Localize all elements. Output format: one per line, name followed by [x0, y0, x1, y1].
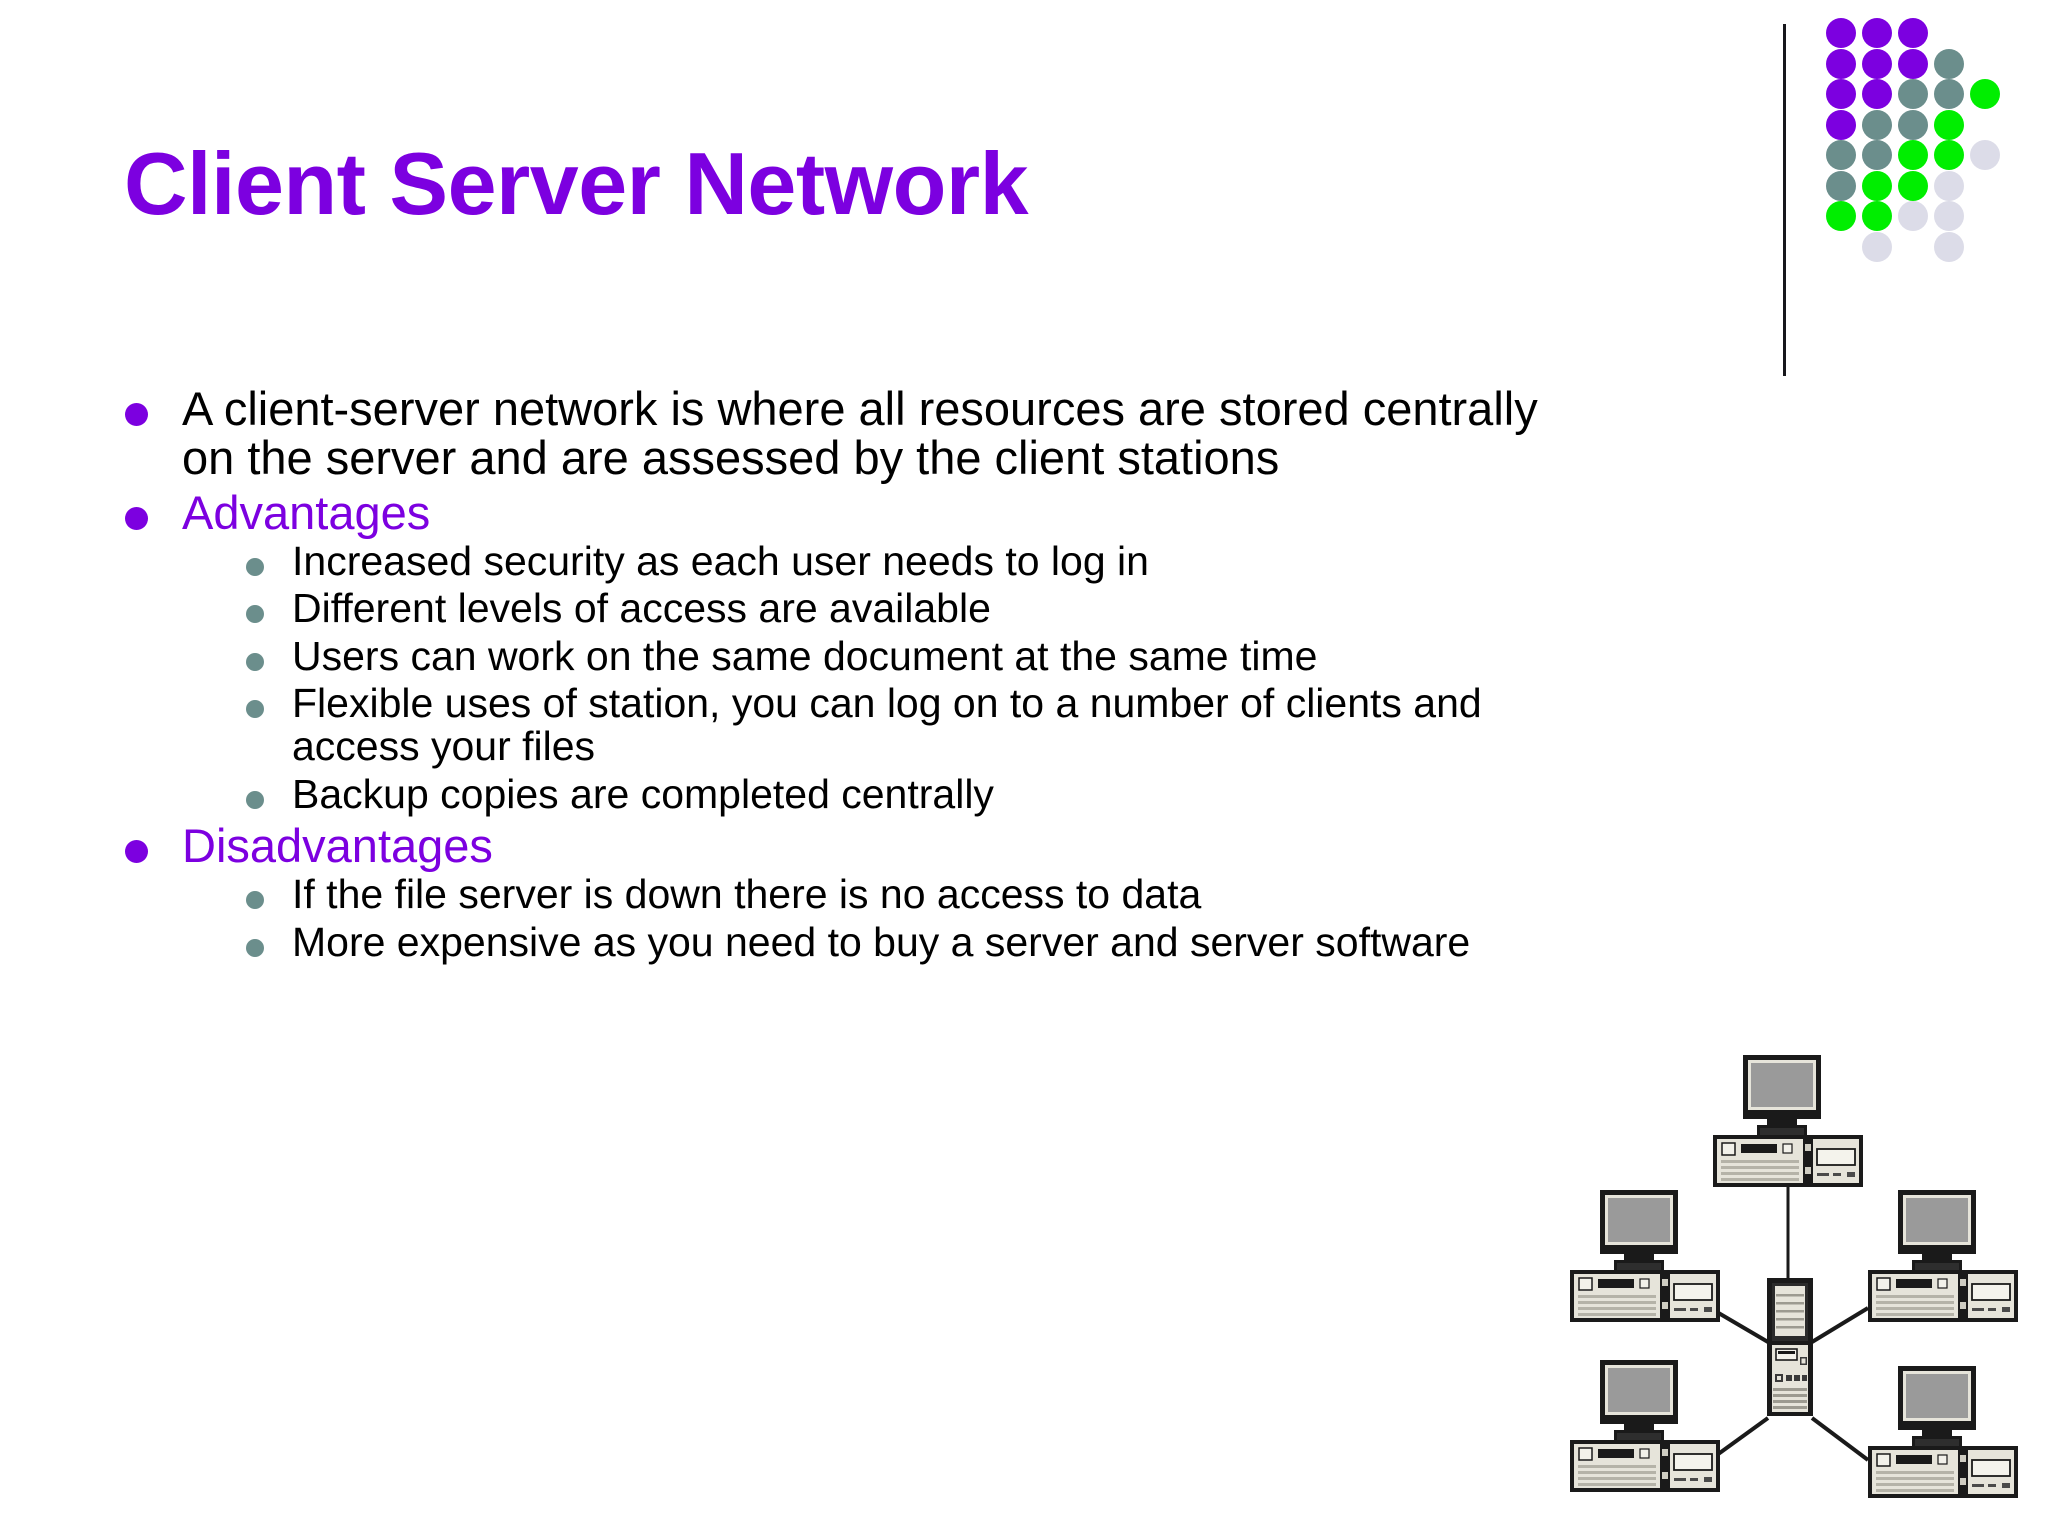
- list-item-text: Flexible uses of station, you can log on…: [292, 679, 1482, 770]
- slide-body: A client-server network is where all res…: [104, 382, 1584, 970]
- logo-dot-green: [1898, 170, 1928, 201]
- logo-dot-teal: [1898, 109, 1928, 140]
- sub-bullet-marker-icon: [246, 699, 264, 718]
- list-item-text: Different levels of access are available: [292, 585, 991, 632]
- logo-dot-green: [1862, 201, 1892, 231]
- logo-dot-lavender: [1898, 201, 1928, 231]
- client-right-lower: [1867, 1365, 2019, 1499]
- logo-dot-purple: [1826, 18, 1856, 48]
- list-item: More expensive as you need to buy a serv…: [182, 918, 1584, 965]
- network-diagram: [1550, 1040, 2048, 1500]
- logo-dot-lavender: [1934, 231, 1964, 262]
- logo-dot-purple: [1862, 79, 1892, 109]
- disadvantages-list: If the file server is down there is no a…: [182, 871, 1584, 965]
- logo-dot-green: [1862, 170, 1892, 201]
- logo-dot-purple: [1826, 79, 1856, 109]
- logo-dot-green: [1934, 140, 1964, 170]
- advantages-list: Increased security as each user needs to…: [182, 537, 1584, 817]
- list-item: Different levels of access are available: [182, 585, 1584, 632]
- bullet-text: A client-server network is where all res…: [182, 382, 1538, 484]
- logo-dot-green: [1934, 109, 1964, 140]
- logo-dot-teal: [1934, 79, 1964, 109]
- bullet-marker-icon: [125, 840, 148, 864]
- logo-dot-teal: [1898, 79, 1928, 109]
- sub-bullet-marker-icon: [246, 557, 264, 576]
- client-top: [1712, 1054, 1864, 1188]
- list-item: If the file server is down there is no a…: [182, 871, 1584, 918]
- list-item: Increased security as each user needs to…: [182, 537, 1584, 584]
- logo-dot-green: [1970, 79, 2000, 109]
- bullet-item-intro: A client-server network is where all res…: [104, 382, 1584, 484]
- logo-dot-purple: [1898, 18, 1928, 48]
- list-item-text: Increased security as each user needs to…: [292, 537, 1149, 584]
- list-item-text: Backup copies are completed centrally: [292, 770, 994, 817]
- section-heading-advantages: Advantages: [182, 485, 431, 539]
- logo-dot-green: [1898, 140, 1928, 170]
- list-item-text: Users can work on the same document at t…: [292, 632, 1318, 679]
- list-item: Backup copies are completed centrally: [182, 770, 1584, 817]
- logo-dot-purple: [1862, 18, 1892, 48]
- logo-dot-lavender: [1934, 201, 1964, 231]
- sub-bullet-marker-icon: [246, 605, 264, 624]
- list-item-text: More expensive as you need to buy a serv…: [292, 918, 1471, 965]
- bullet-marker-icon: [125, 403, 148, 426]
- logo-dot-teal: [1826, 170, 1856, 201]
- server-tower: [1766, 1277, 1814, 1417]
- logo-dot-teal: [1862, 140, 1892, 170]
- bullet-item-advantages: Advantages Increased security as each us…: [104, 485, 1584, 817]
- logo-dot-lavender: [1934, 170, 1964, 201]
- bullet-marker-icon: [125, 506, 148, 530]
- logo-dot-lavender: [1862, 231, 1892, 262]
- client-left-upper: [1569, 1189, 1721, 1323]
- client-left-lower: [1569, 1359, 1721, 1493]
- list-item: Users can work on the same document at t…: [182, 632, 1584, 679]
- logo-dot-green: [1826, 201, 1856, 231]
- sub-bullet-marker-icon: [246, 938, 264, 957]
- sub-bullet-marker-icon: [246, 790, 264, 809]
- logo-dot-purple: [1898, 48, 1928, 79]
- logo-dot-purple: [1862, 48, 1892, 79]
- logo-dot-purple: [1826, 48, 1856, 79]
- page-title: Client Server Network: [124, 134, 1029, 233]
- logo-divider-line: [1783, 24, 1786, 376]
- dot-grid-logo: [1826, 18, 2026, 268]
- logo-dot-teal: [1862, 109, 1892, 140]
- sub-bullet-marker-icon: [246, 891, 264, 910]
- logo-dot-teal: [1826, 140, 1856, 170]
- bullet-item-disadvantages: Disadvantages If the file server is down…: [104, 819, 1584, 965]
- list-item-text: If the file server is down there is no a…: [292, 871, 1202, 918]
- list-item: Flexible uses of station, you can log on…: [182, 679, 1584, 770]
- client-right-upper: [1867, 1189, 2019, 1323]
- logo-dot-lavender: [1970, 140, 2000, 170]
- sub-bullet-marker-icon: [246, 652, 264, 671]
- section-heading-disadvantages: Disadvantages: [182, 819, 493, 873]
- logo-dot-teal: [1934, 48, 1964, 79]
- logo-dot-purple: [1826, 109, 1856, 140]
